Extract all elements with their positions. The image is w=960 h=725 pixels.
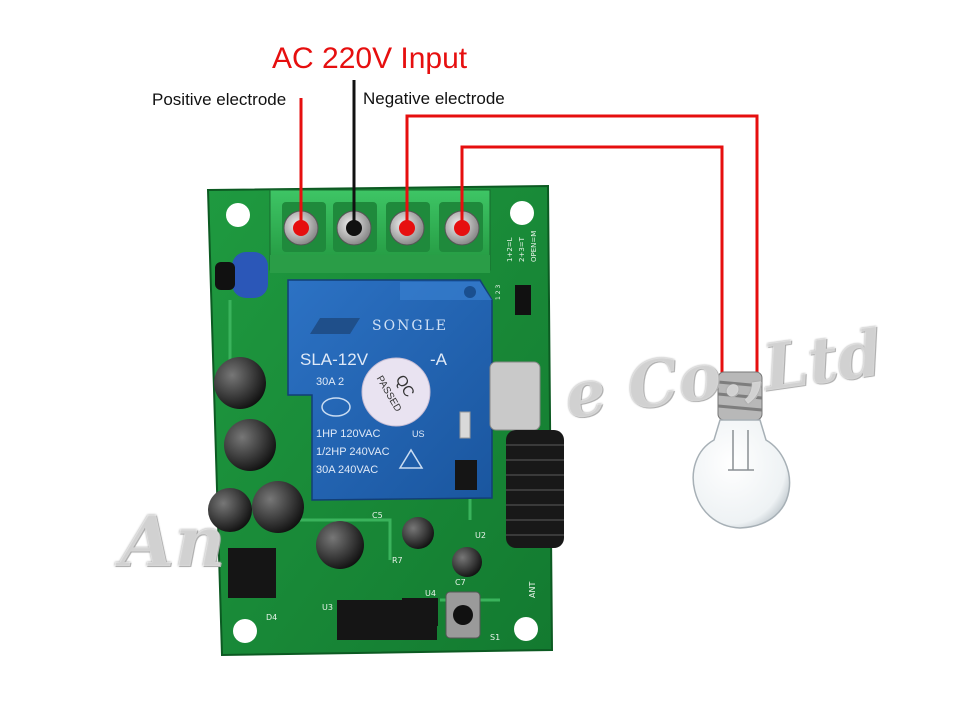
silk-u3: U3 xyxy=(322,603,333,612)
relay-model: SLA-12V xyxy=(300,350,369,369)
positive-terminal-dot xyxy=(293,220,309,236)
antenna-coil xyxy=(506,430,564,548)
silk-u4: U4 xyxy=(425,589,436,598)
transistor xyxy=(455,460,477,490)
capacitor xyxy=(402,517,434,549)
jumper-cap xyxy=(515,285,531,315)
certification-icon xyxy=(321,397,351,417)
mount-hole xyxy=(233,619,257,643)
ic-chip xyxy=(228,548,276,598)
learn-button-cap xyxy=(453,605,473,625)
wires xyxy=(299,80,759,376)
ic-chip xyxy=(402,598,438,626)
warning-triangle-icon xyxy=(398,448,424,469)
silk-s1: S1 xyxy=(490,633,500,642)
mount-hole xyxy=(514,617,538,641)
page-title: AC 220V Input xyxy=(272,42,468,75)
silk-d4: D4 xyxy=(266,613,277,622)
silk-u2: U2 xyxy=(475,531,486,540)
relay-model-suffix: -A xyxy=(430,350,448,369)
inductor xyxy=(316,521,364,569)
capacitor xyxy=(224,419,276,471)
songle-logo-icon xyxy=(310,318,360,334)
jumper-pins: 1 2 3 xyxy=(495,285,502,300)
load-terminal-dot xyxy=(399,220,415,236)
load-terminal-dot xyxy=(454,220,470,236)
load-wire-a xyxy=(405,114,759,376)
ant-label: ANT xyxy=(528,582,537,598)
load-wire-b xyxy=(460,145,724,376)
relay-brand: SONGLE xyxy=(372,318,448,334)
negative-electrode-label: Negative electrode xyxy=(363,89,505,108)
jumper-header: 1+2=L 2+3=T OPEN=M 1 2 3 xyxy=(495,231,538,315)
negative-terminal-dot xyxy=(346,220,362,236)
x-capacitor xyxy=(232,252,268,298)
capacitor xyxy=(208,488,252,532)
diode xyxy=(459,411,471,439)
jumper-label-top: 1+2=L xyxy=(506,237,514,262)
relay-spec-3: 30A 240VAC xyxy=(316,464,378,476)
positive-electrode-label: Positive electrode xyxy=(152,90,287,109)
relay-spec-1: 1HP 120VAC xyxy=(316,428,380,440)
silk-c5: C5 xyxy=(372,511,383,520)
mount-hole xyxy=(510,201,534,225)
qc-sticker: QC PASSED xyxy=(361,357,431,427)
transistor xyxy=(215,262,235,290)
crystal xyxy=(489,361,541,431)
capacitor xyxy=(214,357,266,409)
silk-r7: R7 xyxy=(392,556,403,565)
mount-hole xyxy=(226,203,250,227)
relay-spec-2: 1/2HP 240VAC xyxy=(316,446,390,458)
light-bulb-icon xyxy=(692,371,791,529)
jumper-label-mid: 2+3=T xyxy=(518,236,526,262)
capacitors xyxy=(208,252,482,577)
capacitor xyxy=(452,547,482,577)
silk-c7: C7 xyxy=(455,578,466,587)
integrated-circuits xyxy=(228,411,481,640)
relay-us-mark: US xyxy=(412,429,425,439)
relay-rating-top: 30A 2 xyxy=(316,376,344,388)
jumper-label-code: OPEN=M xyxy=(530,231,538,262)
inductor xyxy=(252,481,304,533)
